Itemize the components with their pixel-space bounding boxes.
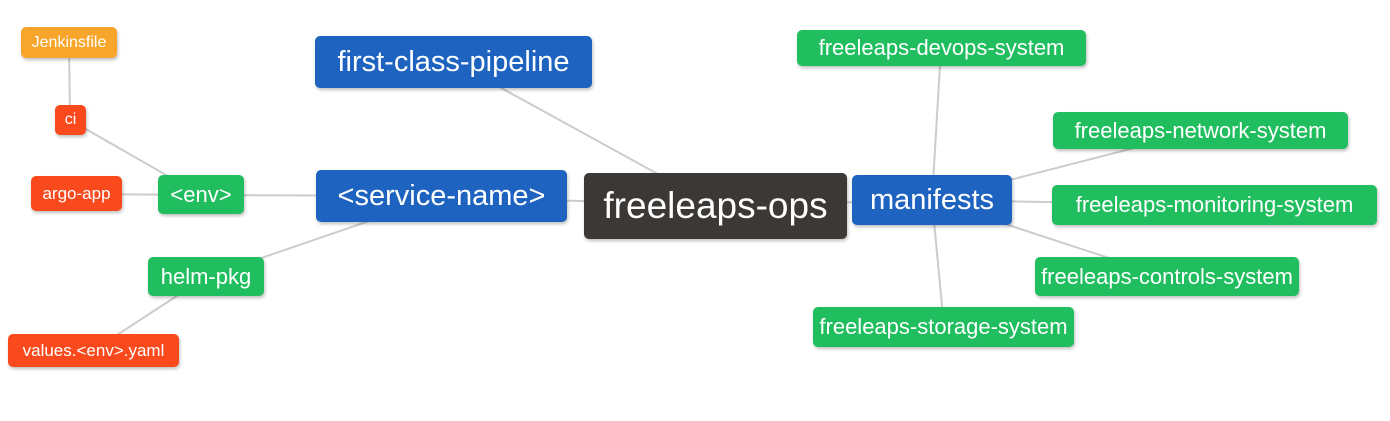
node-manifests[interactable]: manifests: [852, 175, 1012, 225]
node-freeleaps-controls-system[interactable]: freeleaps-controls-system: [1035, 257, 1299, 296]
node-jenkinsfile[interactable]: Jenkinsfile: [21, 27, 117, 58]
node-freeleaps-devops-system[interactable]: freeleaps-devops-system: [797, 30, 1086, 66]
node-freeleaps-ops[interactable]: freeleaps-ops: [584, 173, 847, 239]
node-argo-app[interactable]: argo-app: [31, 176, 122, 211]
node-ci[interactable]: ci: [55, 105, 86, 135]
node-env[interactable]: <env>: [158, 175, 244, 214]
node-values-env-yaml[interactable]: values.<env>.yaml: [8, 334, 179, 367]
node-freeleaps-monitoring-system[interactable]: freeleaps-monitoring-system: [1052, 185, 1377, 225]
node-freeleaps-network-system[interactable]: freeleaps-network-system: [1053, 112, 1348, 149]
edge-manifests-devops-system: [931, 47, 942, 201]
node-helm-pkg[interactable]: helm-pkg: [148, 257, 264, 296]
node-service-name[interactable]: <service-name>: [316, 170, 567, 222]
node-freeleaps-storage-system[interactable]: freeleaps-storage-system: [813, 307, 1074, 347]
node-first-class-pipeline[interactable]: first-class-pipeline: [315, 36, 592, 88]
